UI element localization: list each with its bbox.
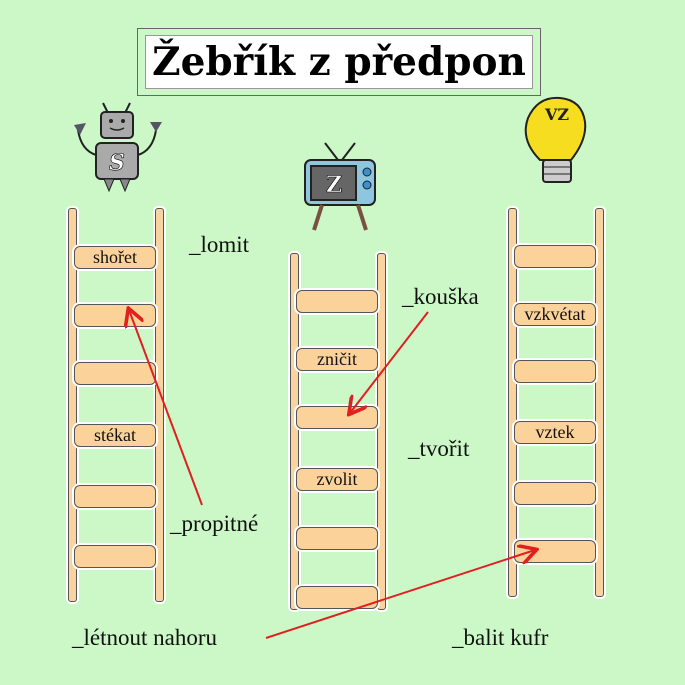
ladder-rung bbox=[296, 586, 378, 609]
title-box: Žebřík z předpon bbox=[137, 28, 541, 96]
svg-text:VZ: VZ bbox=[544, 105, 569, 124]
ladder-rung bbox=[296, 527, 378, 550]
ladder-rung: zvolit bbox=[296, 468, 378, 491]
word-slot: _tvořit bbox=[408, 436, 470, 461]
ladder-rung bbox=[296, 290, 378, 313]
ladder-rung bbox=[514, 540, 596, 563]
ladder-rail bbox=[68, 208, 77, 602]
svg-text:Z: Z bbox=[326, 172, 342, 198]
ladder-rail bbox=[377, 253, 386, 610]
ladder-rail bbox=[595, 208, 604, 597]
ladder-rung bbox=[514, 360, 596, 383]
ladder-rung bbox=[296, 406, 378, 429]
word-slot: _kouška bbox=[402, 284, 479, 309]
word-slot: _propitné bbox=[170, 511, 259, 536]
word-slot: _lomit bbox=[189, 232, 250, 257]
ladder-rung: zničit bbox=[296, 348, 378, 371]
ladder-rung bbox=[74, 304, 156, 327]
robot-icon: S bbox=[74, 102, 162, 193]
ladder-rung bbox=[514, 482, 596, 505]
svg-text:S: S bbox=[109, 150, 125, 176]
tv-icon: Z bbox=[304, 142, 376, 231]
ladder-rung bbox=[74, 362, 156, 385]
ladder-rung: shořet bbox=[74, 246, 156, 269]
lightbulb-icon: VZ bbox=[524, 96, 587, 183]
ladder-rung: vztek bbox=[514, 421, 596, 444]
ladder-rail bbox=[155, 208, 164, 602]
word-slot: _balit kufr bbox=[452, 625, 549, 650]
ladder-rung: vzkvétat bbox=[514, 303, 596, 326]
ladder-rung bbox=[514, 245, 596, 268]
title: Žebřík z předpon bbox=[145, 35, 533, 89]
ladder-rung bbox=[74, 485, 156, 508]
ladder-rung: stékat bbox=[74, 424, 156, 447]
word-slot: _létnout nahoru bbox=[72, 625, 217, 650]
ladder-rung bbox=[74, 545, 156, 568]
